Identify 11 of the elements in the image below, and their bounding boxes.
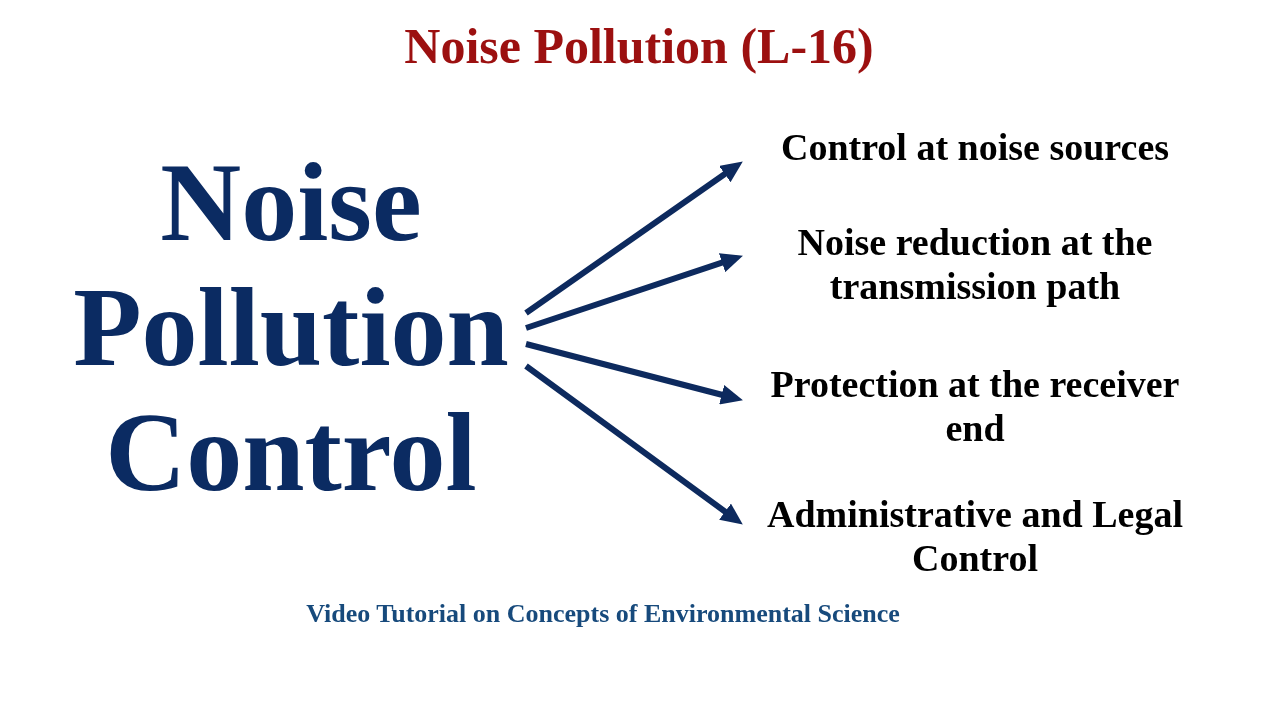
branch-text: Administrative and Legal Control [742, 492, 1208, 580]
title: Noise Pollution (L-16) [404, 17, 874, 75]
branch-text: Noise reduction at the transmission path [742, 220, 1208, 308]
central-topic-text: Noise Pollution Control [56, 140, 526, 515]
branch-text: Control at noise sources [742, 125, 1208, 169]
arrow [524, 363, 744, 527]
arrow [524, 159, 744, 316]
arrow [525, 341, 743, 405]
subtitle-text: Video Tutorial on Concepts of Environmental Science [306, 599, 900, 629]
arrow [525, 253, 743, 331]
branch-text: Protection at the receiver end [742, 362, 1208, 450]
